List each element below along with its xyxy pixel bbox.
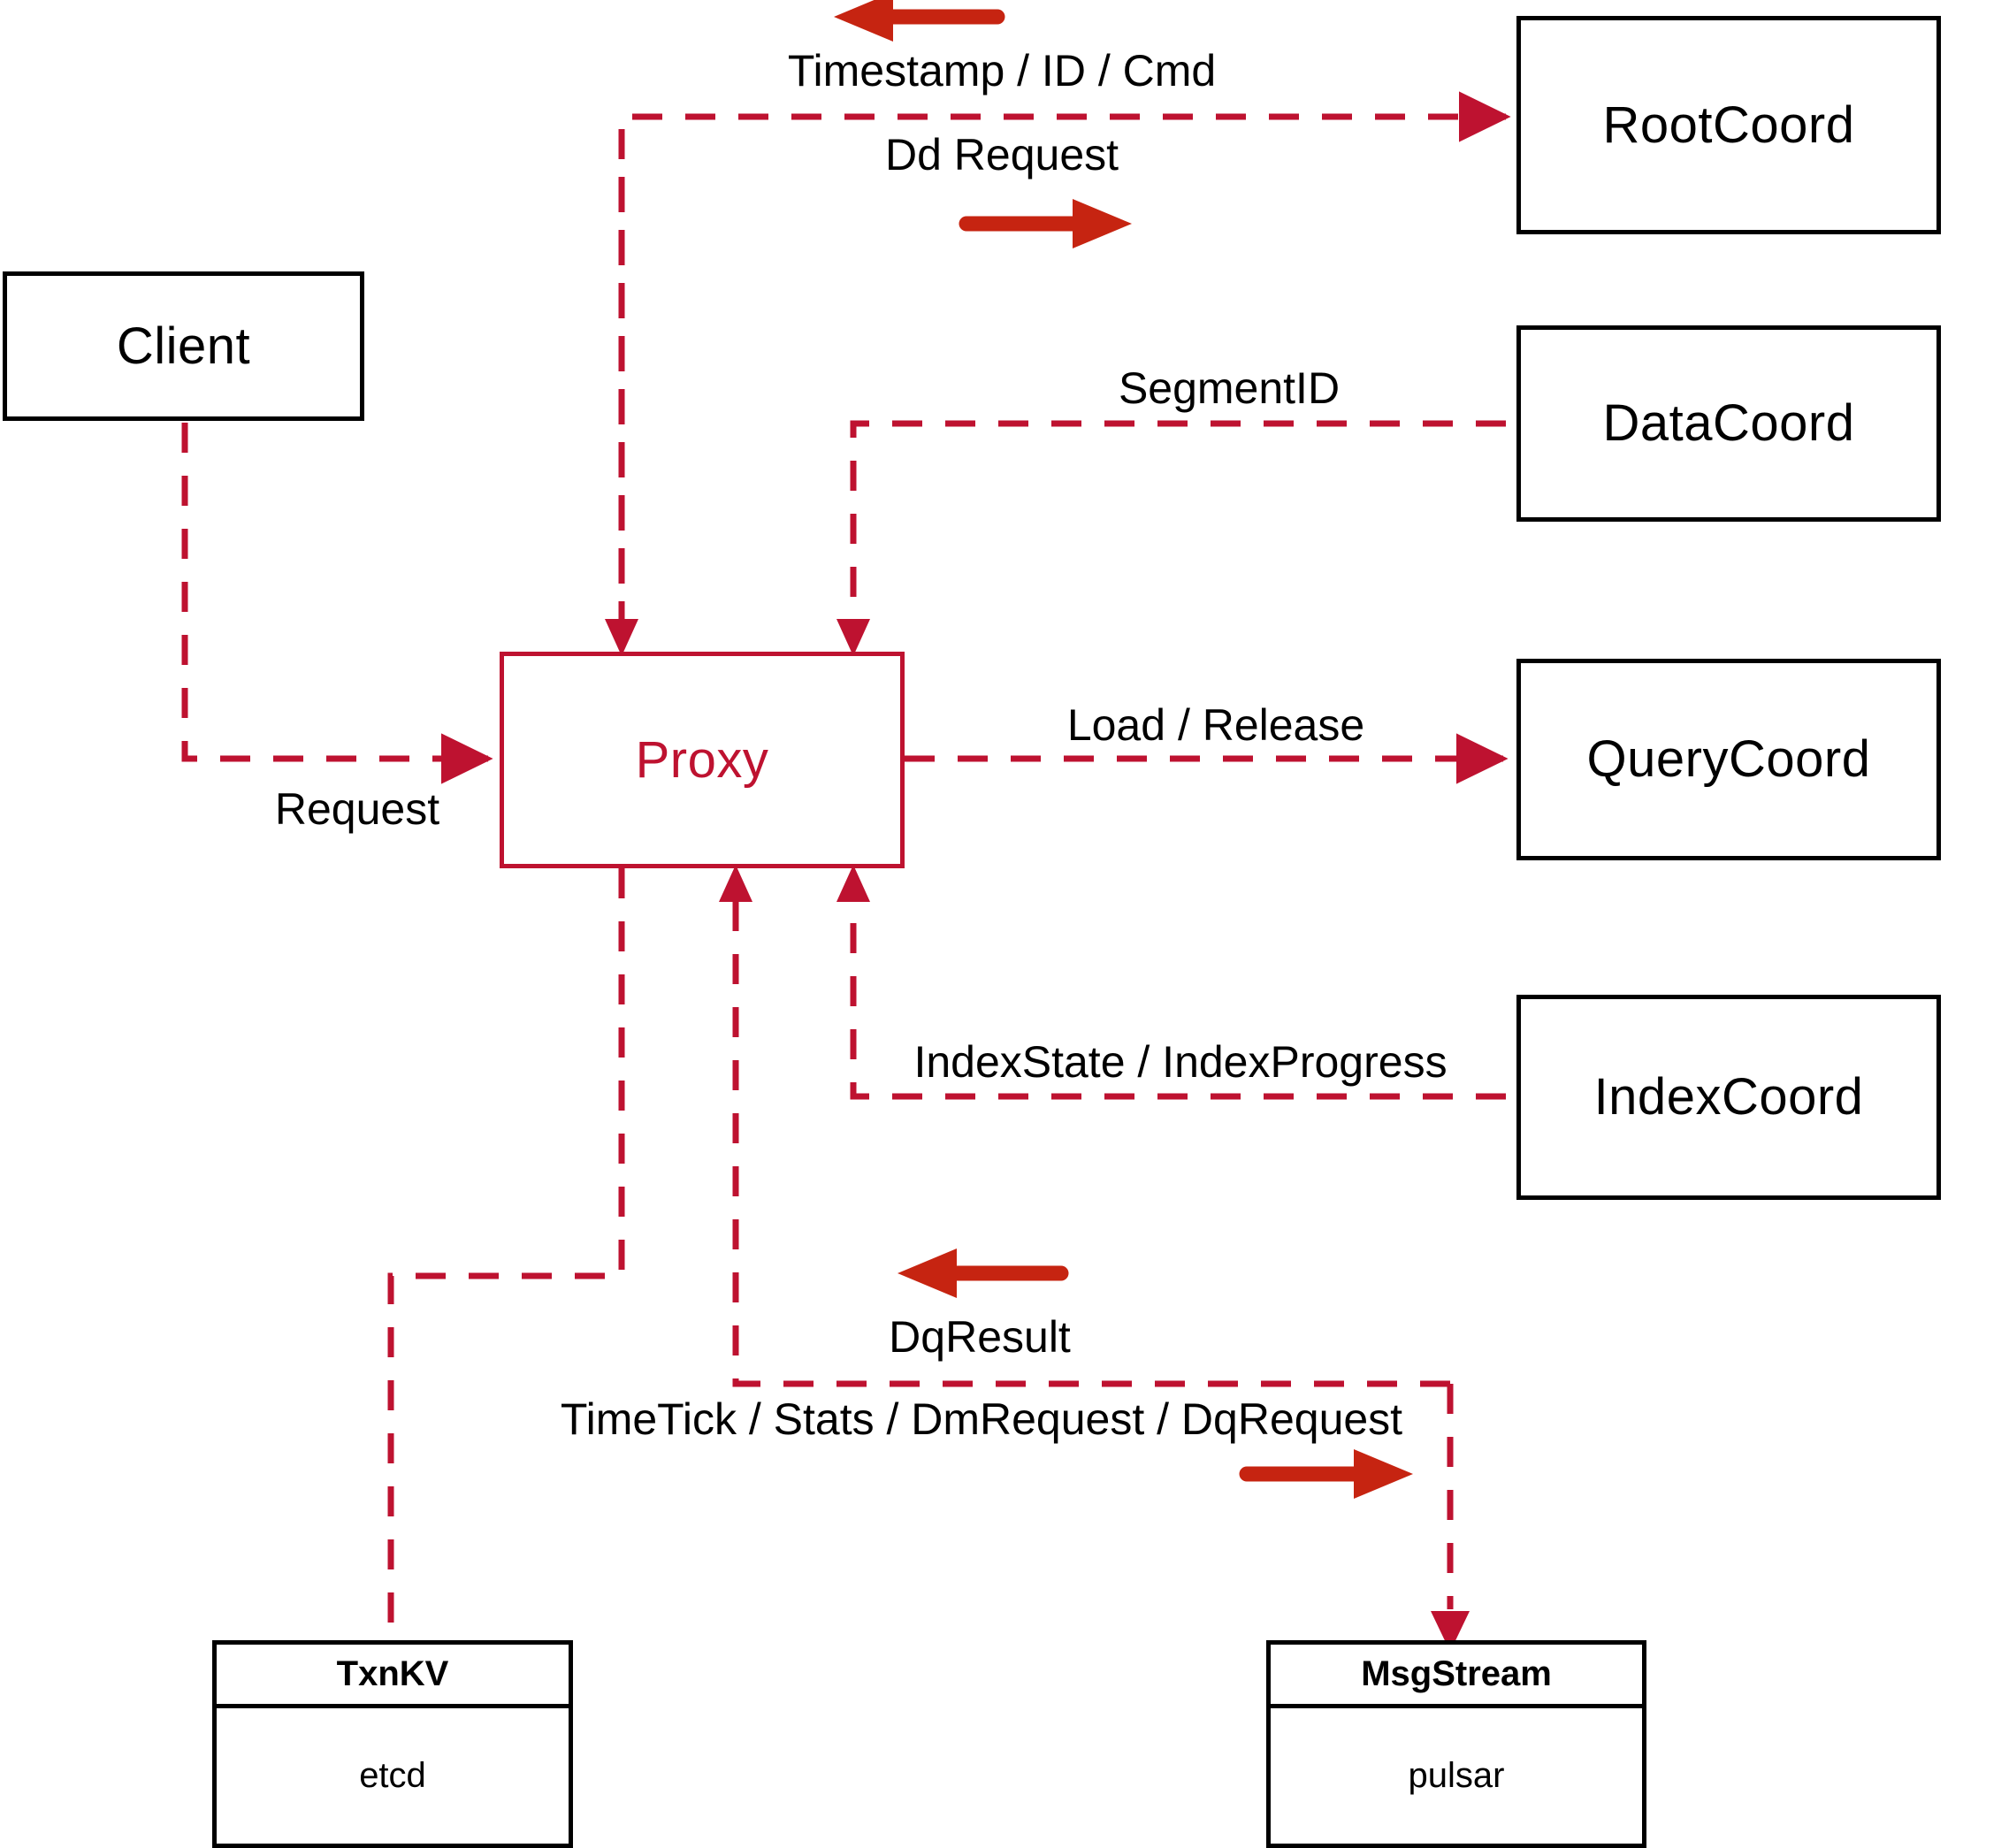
node-datacoord[interactable]: DataCoord	[1516, 325, 1941, 522]
node-proxy-label: Proxy	[635, 730, 769, 789]
edge-label-request: Request	[274, 784, 440, 834]
edge-label-segment-id: SegmentID	[1118, 363, 1341, 413]
node-indexcoord[interactable]: IndexCoord	[1516, 995, 1941, 1200]
node-rootcoord[interactable]: RootCoord	[1516, 16, 1941, 234]
store-msgstream-title: MsgStream	[1271, 1645, 1642, 1708]
direction-arrow-dd-request	[959, 199, 1132, 248]
store-txnkv-title: TxnKV	[217, 1645, 569, 1708]
store-msgstream-impl: pulsar	[1408, 1756, 1505, 1795]
wire-datacoord-to-proxy	[836, 420, 1506, 656]
node-client-label: Client	[116, 317, 251, 375]
direction-arrow-dqresult	[898, 1249, 1069, 1298]
store-txnkv-impl: etcd	[359, 1756, 426, 1795]
wire-client-to-proxy	[181, 423, 493, 784]
direction-arrow-timetick	[1239, 1449, 1413, 1499]
edge-label-dq-result: DqResult	[889, 1312, 1071, 1362]
edge-label-timestamp-id-cmd: Timestamp / ID / Cmd	[787, 46, 1217, 95]
node-datacoord-label: DataCoord	[1602, 394, 1855, 452]
node-proxy[interactable]: Proxy	[500, 652, 905, 868]
wire-msgstream-to-proxy	[719, 865, 1450, 1387]
wire-indexcoord-to-proxy	[836, 865, 1506, 1100]
wire-proxy-to-msgstream	[1431, 1384, 1470, 1652]
node-querycoord-label: QueryCoord	[1586, 730, 1871, 788]
wire-proxy-to-rootcoord	[605, 91, 1511, 656]
node-indexcoord-label: IndexCoord	[1593, 1068, 1864, 1126]
node-client[interactable]: Client	[3, 271, 364, 421]
node-querycoord[interactable]: QueryCoord	[1516, 659, 1941, 860]
node-rootcoord-label: RootCoord	[1602, 95, 1855, 154]
wire-proxy-to-txnkv	[387, 868, 625, 1642]
store-txnkv[interactable]: TxnKV etcd	[212, 1640, 573, 1848]
edge-label-timetick-stats: TimeTick / Stats / DmRequest / DqRequest	[560, 1394, 1403, 1444]
edge-label-index-state-progress: IndexState / IndexProgress	[913, 1037, 1448, 1087]
edge-label-dd-request: Dd Request	[884, 130, 1119, 179]
store-msgstream[interactable]: MsgStream pulsar	[1266, 1640, 1646, 1848]
edge-label-load-release: Load / Release	[1066, 700, 1365, 750]
direction-arrow-timestamp	[834, 0, 1005, 42]
